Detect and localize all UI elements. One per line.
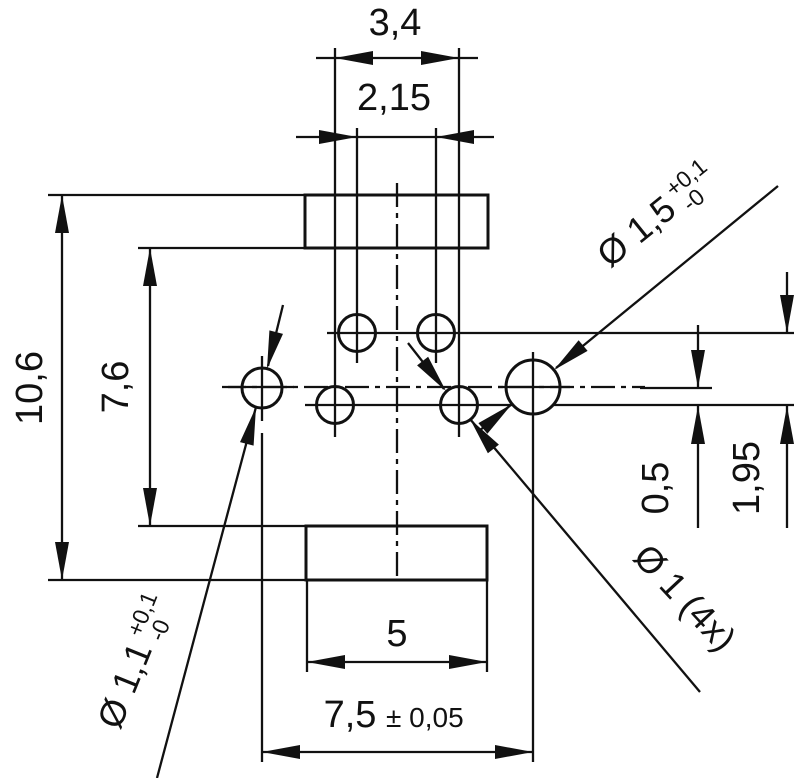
arrow-7-6-bottom xyxy=(143,488,157,526)
arrow-dia-1-1-lower xyxy=(240,407,256,446)
dim-text-pad-gap-width: 2,15 xyxy=(357,77,431,119)
arrow-dia-1-4x-lower xyxy=(470,419,499,454)
dia-text-small: Ø 1 (4x) xyxy=(626,536,745,659)
arrow-5-left xyxy=(307,655,345,669)
leader-dia-1-5 xyxy=(555,185,779,369)
arrow-7-5-right xyxy=(495,745,533,759)
arrow-7-6-top xyxy=(143,248,157,286)
dim-text-pad-width: 5 xyxy=(386,613,407,655)
dim-text-overall-height: 10,6 xyxy=(9,351,51,425)
dia-text-right: Ø 1,5 xyxy=(589,188,683,275)
arrowheads xyxy=(55,51,794,759)
dim-text-top-width: 3,4 xyxy=(369,2,422,44)
arrow-2-15-left xyxy=(319,130,357,144)
arrow-dia-1-5-lower xyxy=(478,404,512,434)
leader-dia-1-4x-lower xyxy=(469,418,701,693)
arrow-0-5-upper xyxy=(691,350,705,388)
arrow-3-4-left xyxy=(335,51,373,65)
hole-small-bottom-left xyxy=(315,385,355,425)
arrow-dia-1-4x-upper xyxy=(417,356,446,391)
arrow-1-95-lower xyxy=(780,406,794,444)
dim-text-inner-height: 7,6 xyxy=(95,361,137,414)
arrow-7-5-left xyxy=(262,745,300,759)
dim-text-hole-span: 7,5 xyxy=(324,694,377,736)
arrow-0-5-lower xyxy=(691,406,705,444)
leader-dia-1-1-lower xyxy=(155,406,258,778)
callout-dia-right: Ø 1,5 +0,1 -0 xyxy=(589,153,712,275)
hole-left-large xyxy=(240,366,284,410)
arrow-10-6-top xyxy=(55,195,69,233)
hole-small-top-left xyxy=(337,313,377,353)
dia-text-left: Ø 1,1 xyxy=(89,637,160,734)
arrow-1-95-upper xyxy=(780,295,794,333)
arrow-2-15-right xyxy=(436,130,474,144)
hole-small-top-right xyxy=(416,313,456,353)
arrow-dia-1-5-upper xyxy=(554,340,588,370)
dim-text-row-offset: 0,5 xyxy=(635,462,677,515)
callout-dia-left: Ø 1,1 +0,1 -0 xyxy=(89,588,175,734)
arrow-3-4-right xyxy=(421,51,459,65)
callout-dia-small: Ø 1 (4x) xyxy=(626,536,745,659)
arrow-10-6-bottom xyxy=(55,542,69,580)
dim-text-hole-span-tolerance: ± 0,05 xyxy=(386,702,464,733)
arrow-5-right xyxy=(449,655,487,669)
hole-right-large xyxy=(504,358,562,416)
hole-small-bottom-right xyxy=(439,385,479,425)
arrow-dia-1-1-upper xyxy=(267,330,283,369)
dim-text-row-spacing: 1,95 xyxy=(726,441,768,515)
